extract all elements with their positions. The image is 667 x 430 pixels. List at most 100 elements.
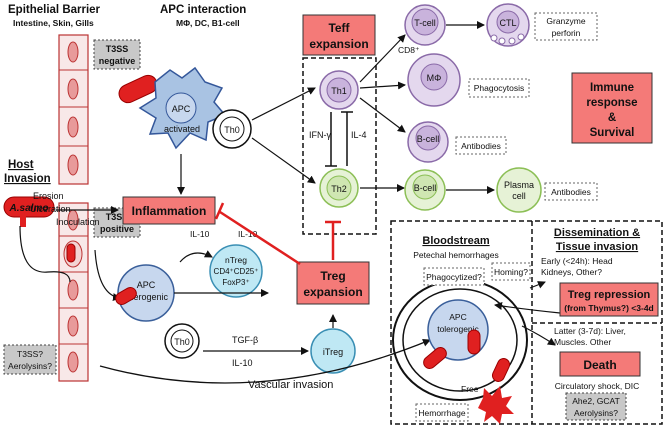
svg-text:Inflammation: Inflammation <box>132 204 207 218</box>
teff-expansion-box: Teff expansion <box>302 14 376 56</box>
svg-text:positive: positive <box>100 224 134 234</box>
svg-text:Invasion: Invasion <box>4 173 51 185</box>
svg-text:Death: Death <box>583 358 616 372</box>
svg-text:Kidneys, Other?: Kidneys, Other? <box>541 267 602 277</box>
svg-text:Th0: Th0 <box>174 337 190 347</box>
epithelial-cells-upper <box>58 34 89 185</box>
apc-tolerogenic-cell: APC tolerogenic <box>115 264 175 322</box>
svg-text:Ahe2, GCAT: Ahe2, GCAT <box>572 396 620 406</box>
hemorrhage-label: Hemorrhage <box>415 403 469 422</box>
apc-subtitle: MΦ, DC, B1-cell <box>176 18 240 28</box>
svg-text:Host: Host <box>8 159 34 171</box>
arrow-th1-tcell <box>359 34 406 83</box>
svg-text:tolerogenic: tolerogenic <box>437 324 479 334</box>
free-bacterium-2 <box>491 358 511 382</box>
svg-text:iTreg: iTreg <box>323 347 343 357</box>
svg-text:CD8⁺: CD8⁺ <box>398 45 420 55</box>
svg-text:Aerolysins?: Aerolysins? <box>8 361 52 371</box>
latter-label: Latter (3-7d): Liver, Muscles. Other <box>554 326 626 347</box>
svg-text:Treg: Treg <box>320 269 345 283</box>
dissemination-title: Dissemination & Tissue invasion <box>554 227 640 253</box>
svg-text:T3SS: T3SS <box>106 212 129 222</box>
apc-title: APC interaction <box>160 4 246 16</box>
arrow-th1-macrophage <box>359 81 406 90</box>
itreg-cell: iTreg <box>310 328 356 374</box>
svg-text:Antibodies: Antibodies <box>461 141 501 151</box>
svg-text:IL-4: IL-4 <box>351 130 367 140</box>
svg-text:Phagocytized?: Phagocytized? <box>426 272 482 282</box>
svg-text:Plasma: Plasma <box>504 180 534 190</box>
svg-text:Hemorrhage: Hemorrhage <box>418 408 466 418</box>
svg-text:Early (<24h): Head: Early (<24h): Head <box>541 256 613 266</box>
bcell-th2: B-cell <box>404 169 446 211</box>
svg-text:Dissemination &: Dissemination & <box>554 227 640 239</box>
svg-text:(from Thymus?) <3-4d: (from Thymus?) <3-4d <box>564 303 654 313</box>
th0-cell-top: Th0 <box>212 109 252 149</box>
arrow-th1-bcell <box>359 97 406 133</box>
early-label: Early (<24h): Head Kidneys, Other? <box>541 256 613 277</box>
antibodies-label-bottom: Antibodies <box>544 182 598 201</box>
entry-routes-label: Erosion Ulceration <box>30 191 71 214</box>
svg-text:A.salmo: A.salmo <box>9 203 49 214</box>
teff-dashed-group <box>302 57 377 235</box>
svg-text:T3SS?: T3SS? <box>17 349 43 359</box>
th1-cell: Th1 <box>319 70 359 110</box>
svg-text:B-cell: B-cell <box>414 183 437 193</box>
death-box: Death <box>559 351 641 377</box>
apc-activated-cell: APC activated <box>138 66 227 150</box>
inflammation-box: Inflammation <box>122 196 216 225</box>
svg-text:APC: APC <box>449 312 466 322</box>
svg-text:Ulceration: Ulceration <box>30 204 71 214</box>
ctl-cell: CTL <box>486 3 530 47</box>
svg-text:Th2: Th2 <box>331 184 347 194</box>
il10-label-b: IL-10 <box>238 229 258 239</box>
svg-text:Treg repression: Treg repression <box>568 289 651 301</box>
arrow-epithelium-apc <box>94 249 121 302</box>
ifn-il4-inhibition: IFN-γ IL-4 <box>309 111 367 167</box>
svg-text:Antibodies: Antibodies <box>551 187 591 197</box>
svg-text:FoxP3⁺: FoxP3⁺ <box>222 278 249 287</box>
granzyme-label: Granzyme perforin <box>534 12 598 41</box>
host-invasion-label: Host Invasion <box>4 159 51 185</box>
svg-text:response: response <box>586 97 637 109</box>
free-label: Free <box>461 384 479 394</box>
svg-text:expansion: expansion <box>309 37 368 51</box>
treg-repression-box: Treg repression (from Thymus?) <3-4d <box>559 282 659 317</box>
circulatory-label: Circulatory shock, DIC <box>555 381 640 391</box>
immune-response-box: Immune response & Survival <box>571 72 653 144</box>
svg-text:Immune: Immune <box>590 82 634 94</box>
bloodstream-title: Bloodstream <box>422 235 489 247</box>
phagocytosis-label: Phagocytosis <box>468 78 530 98</box>
svg-text:CTL: CTL <box>499 18 516 28</box>
arrow-vascular-invasion <box>99 338 431 384</box>
hemorrhage-icon <box>478 386 514 424</box>
svg-text:T3SS: T3SS <box>106 44 129 54</box>
tcell-cd8: T-cell CD8⁺ <box>398 4 446 55</box>
svg-text:Tissue invasion: Tissue invasion <box>556 241 639 253</box>
svg-text:APC: APC <box>172 104 191 114</box>
free-bacterium-1 <box>423 347 447 369</box>
bcell-th1: B-cell <box>407 121 449 163</box>
entry-inoculation: Inoculation <box>56 217 100 227</box>
svg-text:perforin: perforin <box>552 28 581 38</box>
svg-text:APC: APC <box>137 280 156 290</box>
svg-text:IFN-γ: IFN-γ <box>309 130 331 140</box>
svg-text:Erosion: Erosion <box>33 191 64 201</box>
ahe2-box: Ahe2, GCAT Aerolysins? <box>565 392 627 421</box>
antibodies-label-top: Antibodies <box>455 136 507 155</box>
svg-text:Phagocytosis: Phagocytosis <box>474 83 525 93</box>
arrow-th0-th1 <box>251 87 316 121</box>
svg-text:Muscles. Other: Muscles. Other <box>554 337 611 347</box>
svg-text:Latter (3-7d): Liver,: Latter (3-7d): Liver, <box>554 326 626 336</box>
plasma-cell: Plasma cell <box>496 167 542 213</box>
th2-cell: Th2 <box>319 168 359 208</box>
arrow-th0-th2 <box>251 137 316 184</box>
svg-text:tolerogenic: tolerogenic <box>124 292 169 302</box>
th0-cell-bottom: Th0 <box>164 323 200 359</box>
epithelial-cells-lower <box>58 202 89 382</box>
arrow-pathogen-enter <box>19 225 71 283</box>
svg-text:Survival: Survival <box>590 127 635 139</box>
svg-text:MΦ: MΦ <box>427 73 442 83</box>
